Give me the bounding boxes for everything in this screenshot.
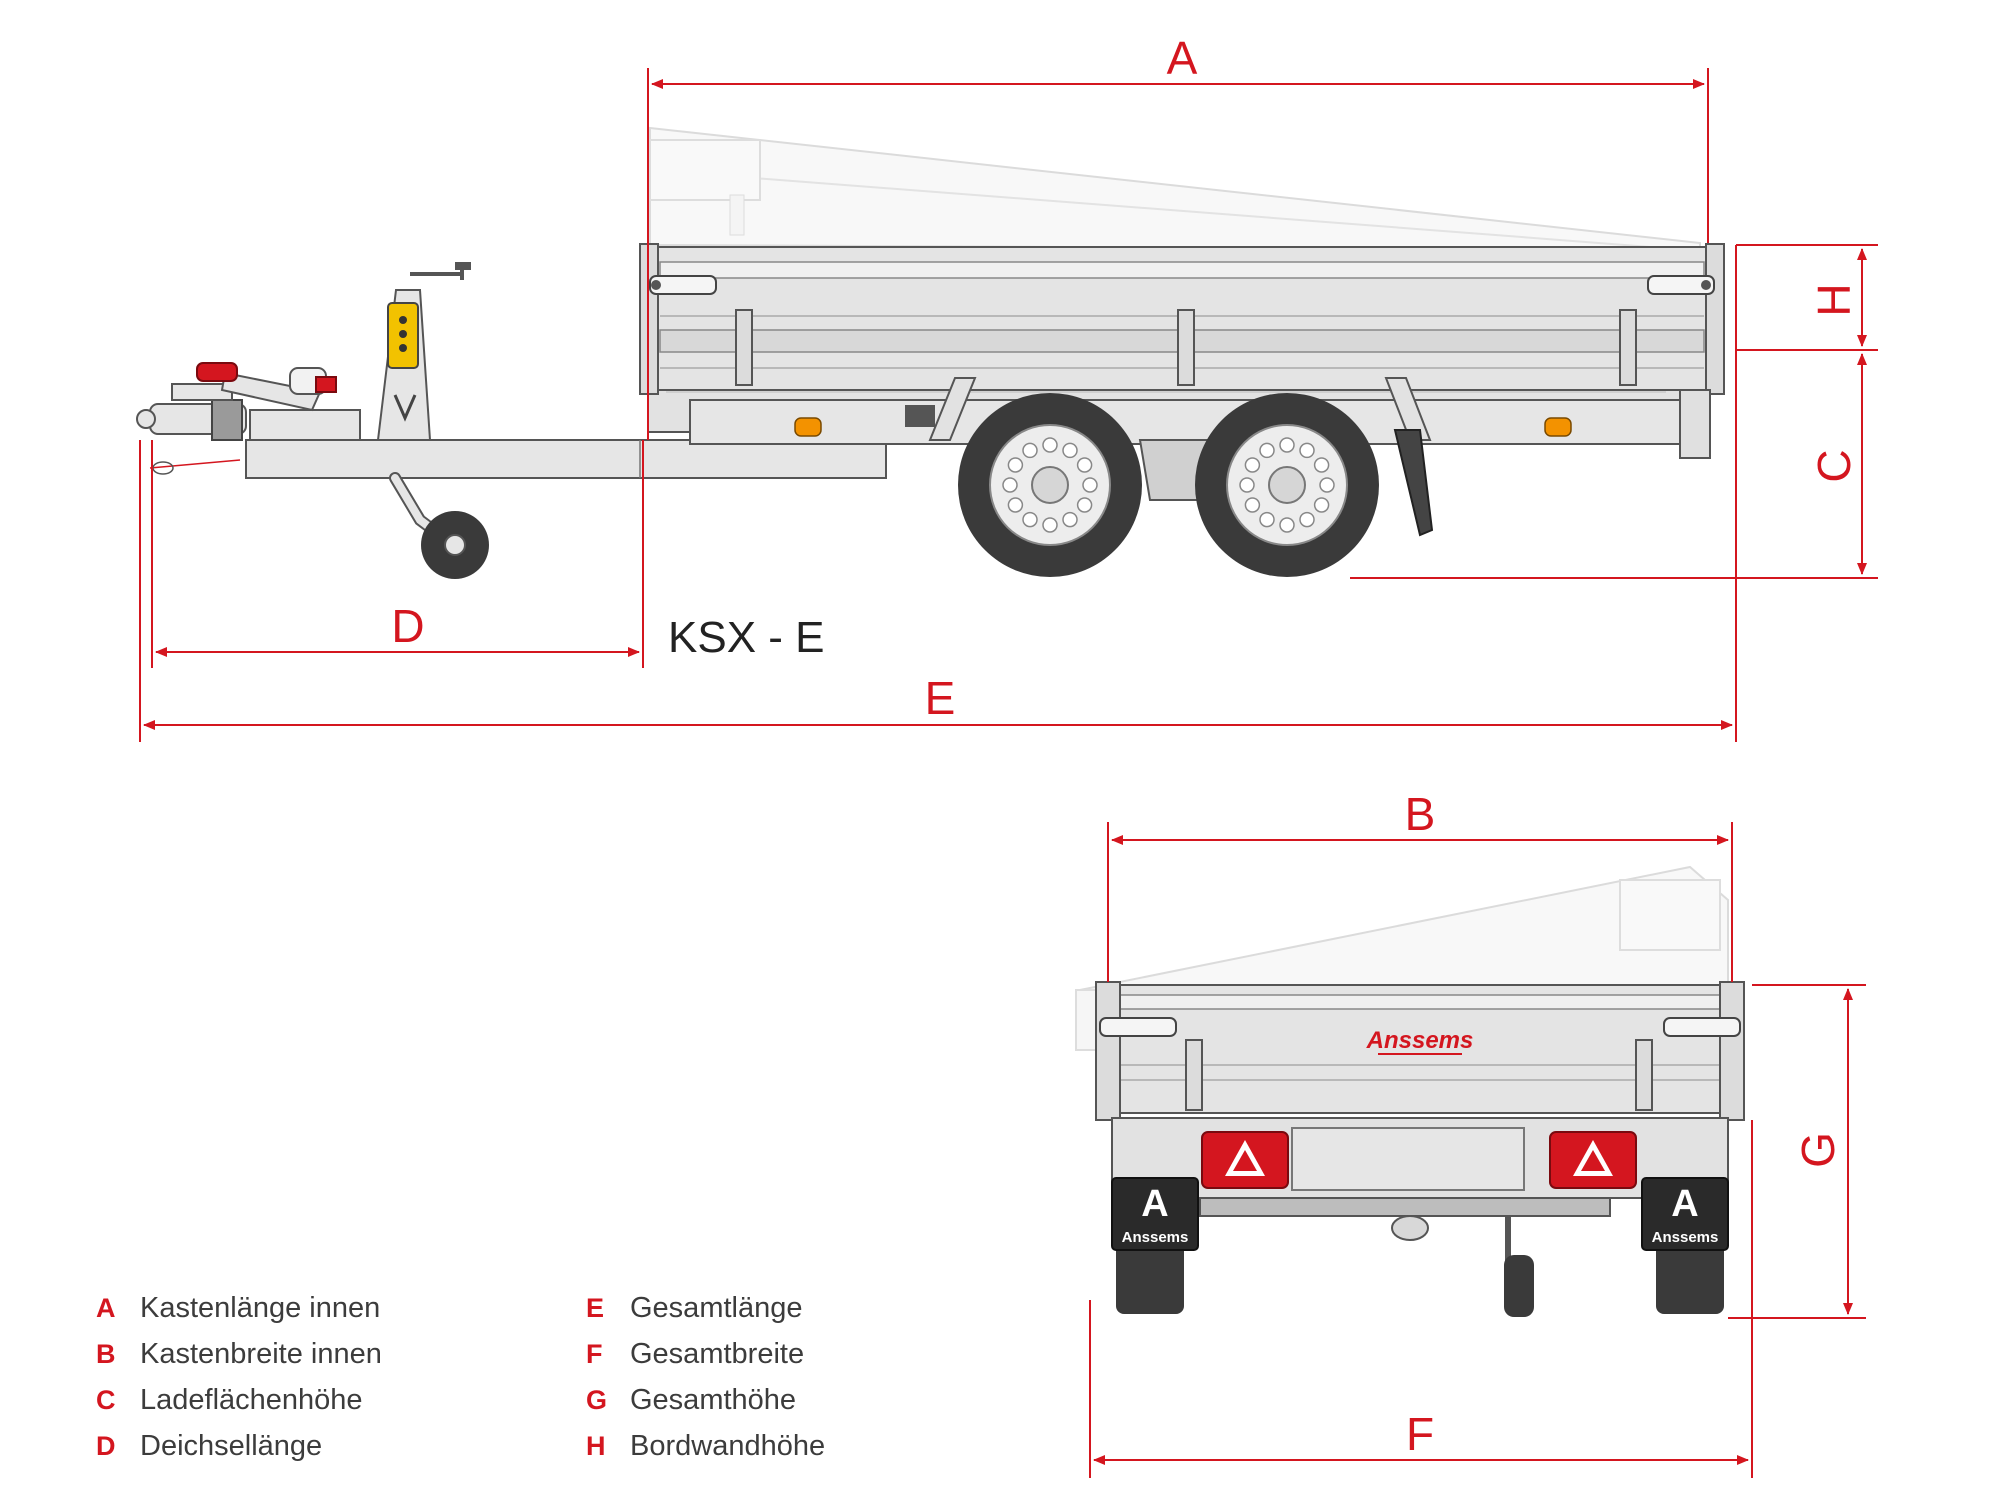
wheel-vent-hole — [1002, 477, 1018, 493]
wheel-vent-hole — [1259, 511, 1275, 528]
wheel-vent-hole — [1313, 497, 1330, 513]
side-marker-front — [794, 417, 822, 437]
mudflap-side — [1393, 429, 1434, 537]
wheel-vent-hole — [1076, 497, 1093, 513]
mudflap-left: A Anssems — [1111, 1177, 1199, 1251]
dim-letter-e: E — [925, 672, 956, 724]
legend-text: Gesamthöhe — [630, 1383, 797, 1416]
legend-item: H Bordwandhöhe — [586, 1423, 986, 1469]
wheel-vent-hole — [1299, 511, 1315, 528]
model-label: KSX - E — [668, 613, 825, 662]
loading-box-side — [639, 243, 1725, 395]
legend-key: D — [96, 1430, 116, 1461]
mudflap-right-letter: A — [1671, 1183, 1698, 1225]
dimensions-rear — [1089, 822, 1866, 1478]
legend-text: Deichsellänge — [140, 1429, 323, 1462]
legend-key: A — [96, 1292, 116, 1323]
legend-item: C Ladeflächenhöhe — [96, 1377, 496, 1423]
wheel-vent-hole — [1022, 442, 1038, 459]
legend-key: H — [586, 1430, 606, 1461]
wheel-vent-hole — [1042, 437, 1058, 453]
legend-text: Bordwandhöhe — [630, 1429, 826, 1462]
wheel-vent-hole — [1022, 511, 1038, 528]
jockey-wheel-rear — [1504, 1215, 1534, 1317]
legend-text: Kastenlänge innen — [140, 1291, 381, 1324]
legend-key: E — [586, 1292, 605, 1323]
loading-box-rear: Anssems — [1095, 981, 1745, 1121]
tipped-box-ghost — [649, 126, 1701, 252]
breakaway-cable — [149, 459, 241, 469]
dim-letter-b: B — [1405, 788, 1436, 840]
legend-text: Ladeflächenhöhe — [140, 1383, 363, 1416]
wheel-vent-hole — [1007, 457, 1024, 473]
legend-column-right: E Gesamtlänge F Gesamtbreite G Gesamthöh… — [586, 1285, 986, 1469]
wheel-front — [958, 393, 1142, 577]
legend-text: Gesamtlänge — [630, 1291, 803, 1324]
wheel-vent-hole — [1259, 442, 1275, 459]
jockey-wheel — [376, 262, 489, 579]
legend-item: E Gesamtlänge — [586, 1285, 986, 1331]
wheel-vent-hole — [1042, 517, 1058, 533]
legend-text: Gesamtbreite — [630, 1337, 805, 1370]
box-brand-logo: Anssems — [1366, 1027, 1474, 1054]
wheel-vent-hole — [1062, 511, 1078, 528]
legend-item: F Gesamtbreite — [586, 1331, 986, 1377]
legend-item: A Kastenlänge innen — [96, 1285, 496, 1331]
drawbar — [245, 439, 887, 479]
wheel-vent-hole — [1062, 442, 1078, 459]
wheel-vent-hole — [1313, 457, 1330, 473]
legend-key: F — [586, 1338, 603, 1369]
wheel-vent-hole — [1279, 437, 1295, 453]
wheel-vent-hole — [1319, 477, 1335, 493]
number-plate-area — [1291, 1127, 1525, 1191]
dim-letter-h: H — [1808, 283, 1860, 316]
dimension-legend: A Kastenlänge innen B Kastenbreite innen… — [96, 1285, 916, 1485]
legend-item: G Gesamthöhe — [586, 1377, 986, 1423]
wheel-vent-hole — [1299, 442, 1315, 459]
wheel-vent-hole — [1076, 457, 1093, 473]
side-view: A H C D E KSX - E — [136, 32, 1878, 742]
mudflap-left-logo: Anssems — [1122, 1229, 1189, 1246]
dim-letter-c: C — [1808, 449, 1860, 482]
wheel-vent-hole — [1239, 477, 1255, 493]
dim-letter-d: D — [391, 600, 424, 652]
wheel-vent-hole — [1279, 517, 1295, 533]
legend-column-left: A Kastenlänge innen B Kastenbreite innen… — [96, 1285, 496, 1469]
dimensions-side — [139, 68, 1878, 742]
mudflap-left-letter: A — [1141, 1183, 1168, 1225]
mudflap-right: A Anssems — [1641, 1177, 1729, 1251]
wheel-holes — [1002, 437, 1335, 533]
wheel-vent-hole — [1244, 457, 1261, 473]
wheel-vent-hole — [1007, 497, 1024, 513]
handbrake-lever — [196, 362, 337, 412]
rear-view: Anssems A Anssems — [1075, 788, 1866, 1478]
wheel-rear — [1195, 393, 1379, 577]
dim-letter-a: A — [1167, 32, 1198, 84]
legend-item: B Kastenbreite innen — [96, 1331, 496, 1377]
legend-key: B — [96, 1338, 116, 1369]
dim-letter-f: F — [1406, 1408, 1434, 1460]
legend-key: C — [96, 1384, 116, 1415]
tail-light-left — [1201, 1131, 1289, 1189]
coupling-head — [136, 383, 361, 441]
wheel-vent-hole — [1082, 477, 1098, 493]
legend-item: D Deichsellänge — [96, 1423, 496, 1469]
dim-letter-g: G — [1792, 1132, 1844, 1168]
legend-text: Kastenbreite innen — [140, 1337, 382, 1370]
wheel-vent-hole — [1244, 497, 1261, 513]
side-marker-rear — [1544, 417, 1572, 437]
tail-light-right — [1549, 1131, 1637, 1189]
mudflap-right-logo: Anssems — [1652, 1229, 1719, 1246]
legend-key: G — [586, 1384, 608, 1415]
